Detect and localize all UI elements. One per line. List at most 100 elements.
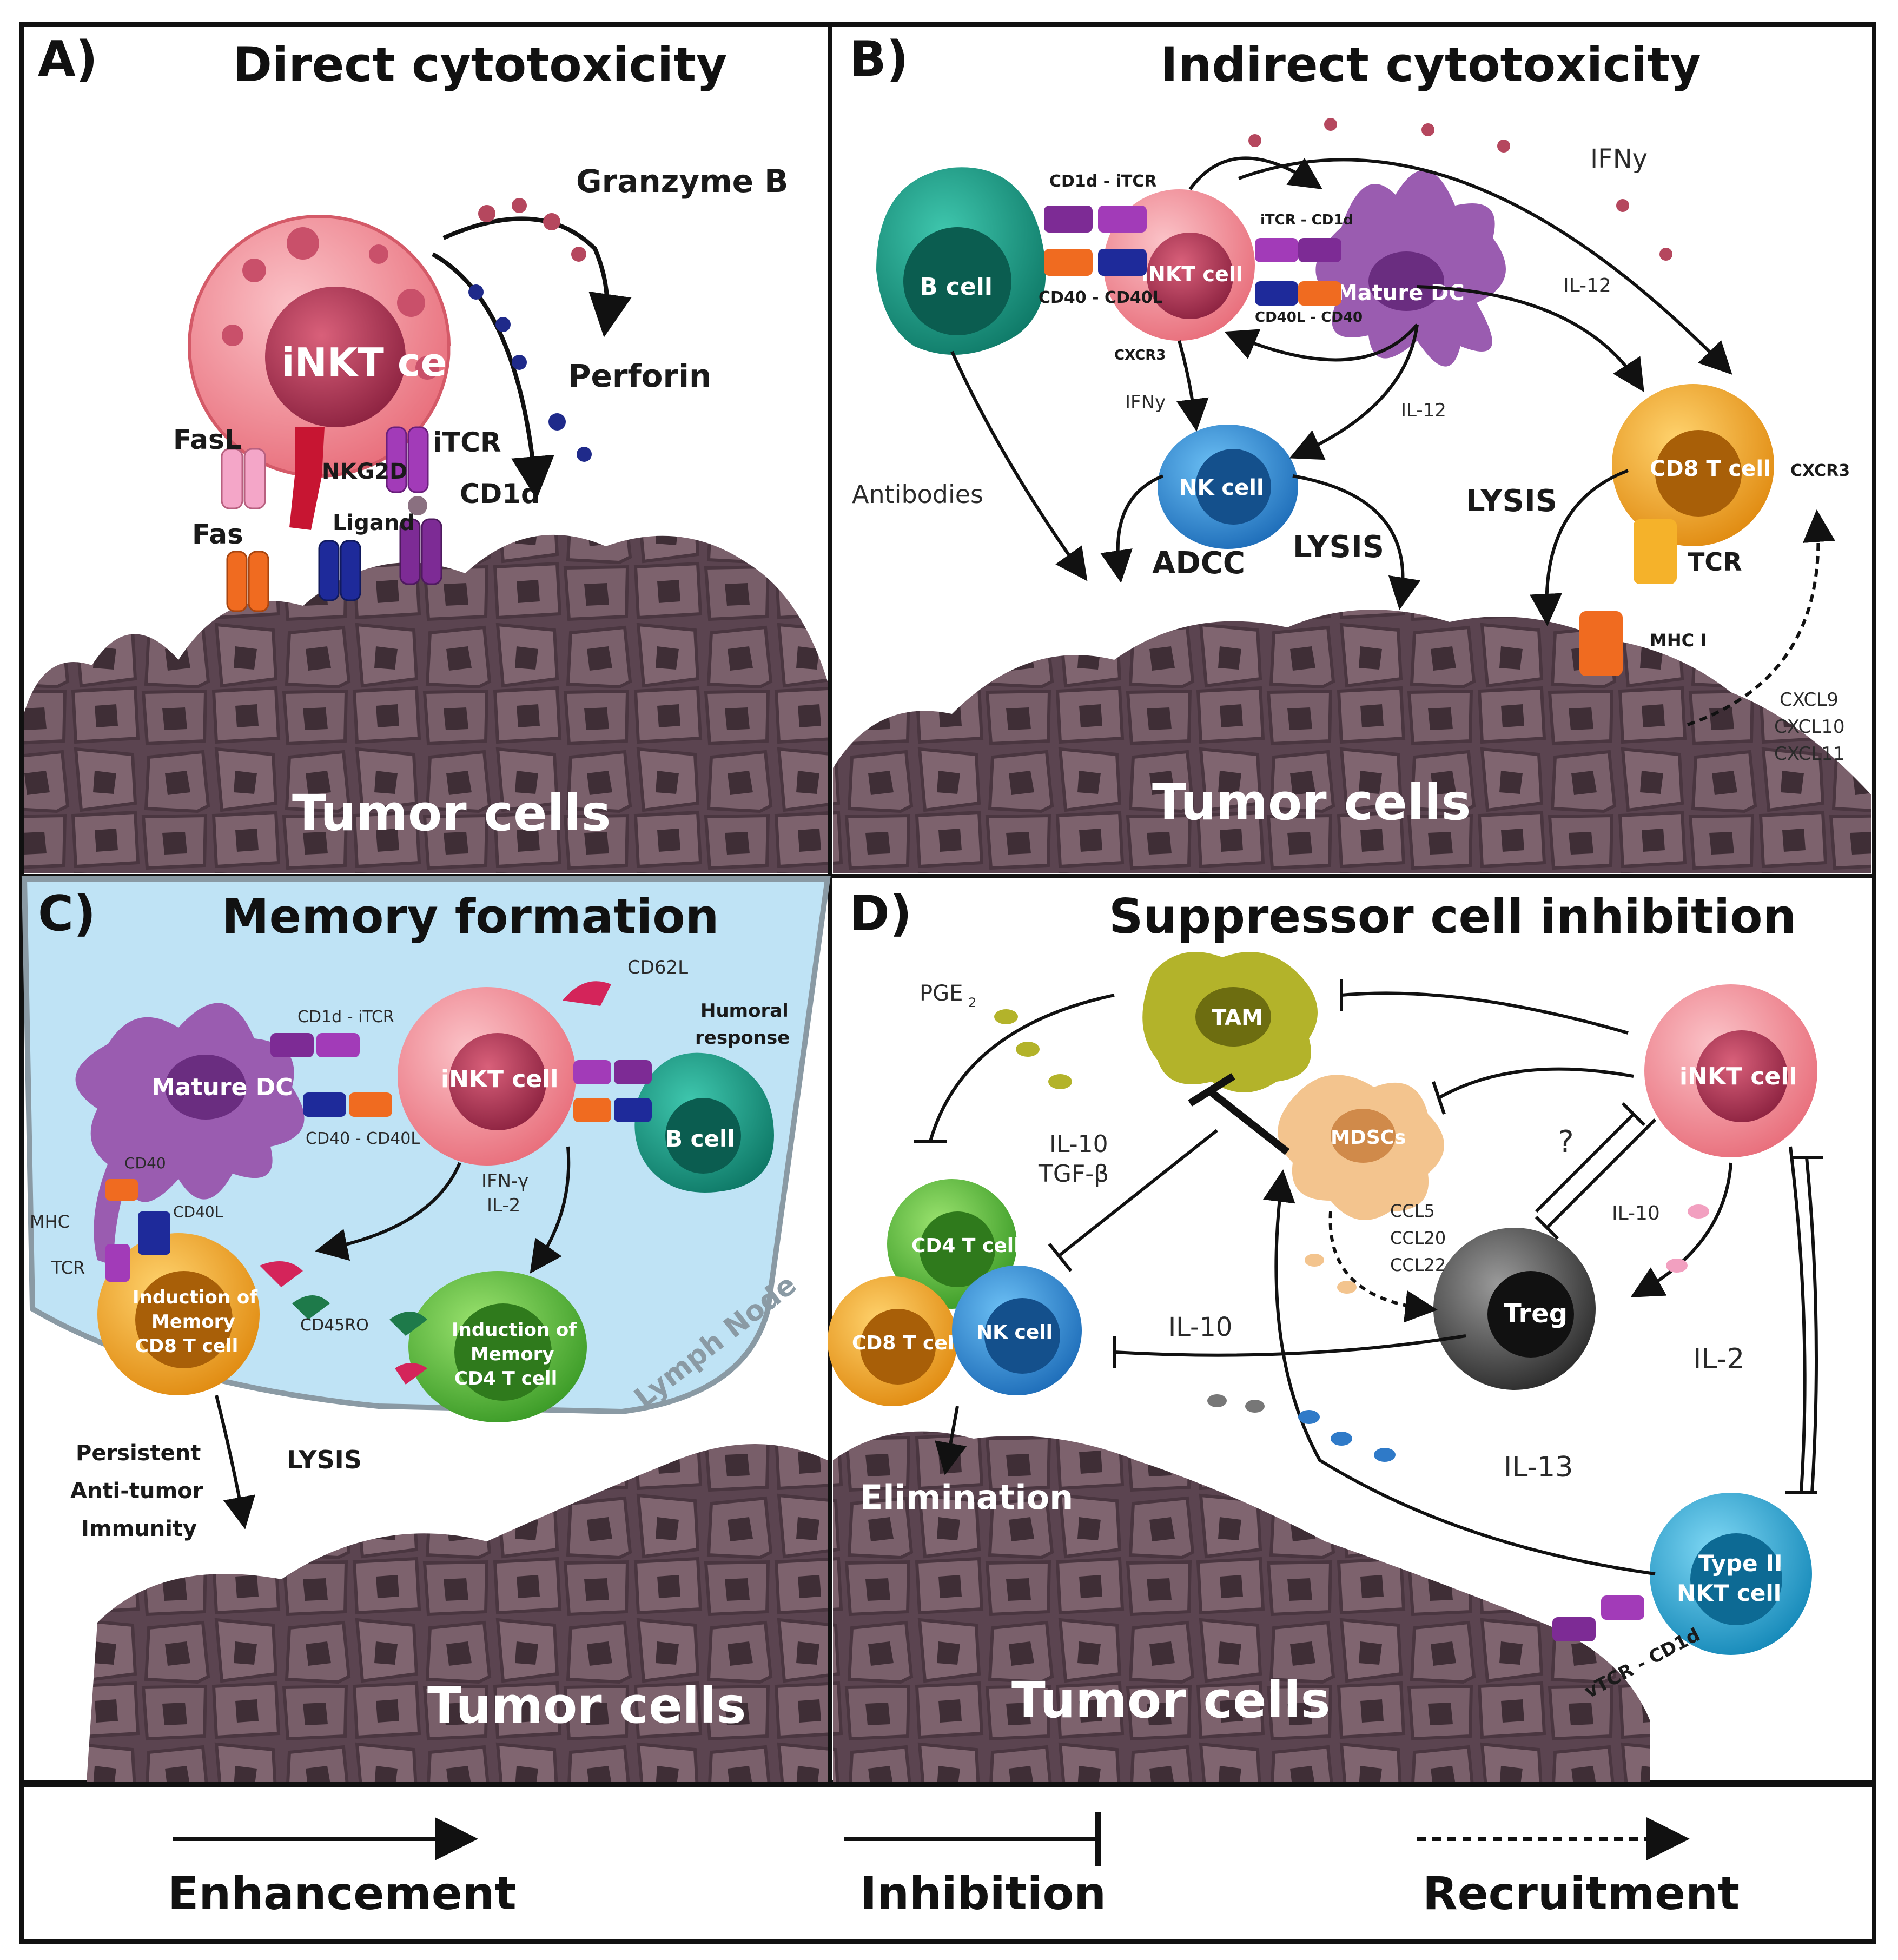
label-itcr: iTCR: [433, 427, 501, 458]
type2-l2: NKT cell: [1677, 1580, 1781, 1606]
cd8-cell-d: CD8 T cell: [828, 1276, 961, 1406]
label-ccl5: CCL5: [1390, 1201, 1435, 1221]
cd8-cell-b: CD8 T cell: [1612, 384, 1774, 546]
panel-d-title: Suppressor cell inhibition: [1109, 889, 1796, 944]
inkt-cell-c: iNKT cell: [398, 987, 576, 1166]
fas-receptor: [226, 551, 269, 612]
label-cd40-c: CD40: [124, 1154, 166, 1172]
arrows-b: [950, 156, 1732, 626]
inkt-cell-c-label: iNKT cell: [441, 1065, 558, 1093]
label-lysis-cd8: LYSIS: [1466, 484, 1557, 519]
label-perforin: Perforin: [568, 357, 711, 394]
label-lysis-c: LYSIS: [287, 1445, 362, 1474]
panel-a-letter: A): [38, 31, 98, 88]
label-mhc-b: MHC I: [1650, 630, 1707, 651]
perforin-granules: [468, 284, 592, 462]
inkt-cell-d: iNKT cell: [1644, 984, 1817, 1157]
legend-inhibition: Inhibition: [844, 1812, 1106, 1920]
enhance-arrows-d: [934, 1162, 1732, 1575]
label-cxcr3-b2: CXCR3: [1790, 461, 1850, 480]
cd8-cell-b-label: CD8 T cell: [1650, 456, 1771, 481]
label-humoral-2: response: [695, 1027, 790, 1049]
fasl-receptor: [221, 448, 266, 509]
label-fasl: FasL: [173, 424, 242, 455]
label-il10-tgf-2: TGF-β: [1038, 1160, 1109, 1188]
label-itcr-cd1d-b: iTCR - CD1d: [1260, 212, 1353, 228]
label-cxcl11: CXCL11: [1774, 743, 1845, 765]
label-il12-a: IL-12: [1563, 275, 1611, 297]
recruitment-arrow-b: [1687, 509, 1835, 726]
nk-label-d: NK cell: [976, 1321, 1053, 1343]
legend-inhibition-label: Inhibition: [860, 1867, 1106, 1920]
mature-dc-b-label: Mature DC: [1336, 281, 1465, 306]
label-tcr-c: TCR: [51, 1257, 85, 1278]
inkt-cell-b-label: iNKT cell: [1141, 262, 1243, 286]
b-cell-c-label: B cell: [665, 1125, 735, 1152]
legend-enhancement-label: Enhancement: [168, 1867, 517, 1920]
arrow-granzyme: [442, 216, 632, 337]
cd1d-molecule: [399, 518, 442, 585]
label-ccl20: CCL20: [1390, 1228, 1446, 1248]
nk-cell-b-label: NK cell: [1179, 475, 1264, 500]
inkt-cell-b: iNKT cell: [1103, 189, 1255, 341]
label-ifny-mid: IFNy: [1125, 392, 1166, 413]
memory-cd8-l1: Induction of: [133, 1287, 258, 1308]
memory-cd8-l2: Memory: [151, 1311, 235, 1333]
effector-cells-d: CD4 T cell CD8 T cell NK cell: [828, 1179, 1082, 1406]
label-cd45ro: CD45RO: [300, 1316, 369, 1335]
tam-cell: TAM: [1142, 952, 1318, 1092]
label-ifny-top: IFNy: [1590, 144, 1648, 174]
label-persistent-2: Anti-tumor: [70, 1479, 203, 1504]
tumor-mass-c: [87, 1444, 828, 1782]
label-persistent-1: Persistent: [76, 1441, 201, 1466]
nk-cell-b: NK cell: [1158, 425, 1298, 549]
label-pge-sub: 2: [968, 995, 976, 1010]
legend-recruitment: Recruitment: [1417, 1817, 1740, 1920]
granzyme-granules: [478, 198, 586, 262]
label-cd40-cd40l-c: CD40 - CD40L: [306, 1129, 420, 1148]
label-cxcl10: CXCL10: [1774, 716, 1845, 738]
panel-b-tumor-label: Tumor cells: [1152, 773, 1471, 831]
label-elimination: Elimination: [860, 1478, 1073, 1517]
mature-dc-c-label: Mature DC: [151, 1074, 293, 1101]
legend-enhancement: Enhancement: [168, 1817, 517, 1920]
panel-c-title: Memory formation: [222, 889, 719, 944]
vtcr-receptors: [1552, 1595, 1644, 1641]
label-il10-a: IL-10: [1612, 1202, 1660, 1224]
label-pge: PGE: [920, 981, 963, 1006]
arrow-perforin: [432, 252, 554, 500]
panel-b-title: Indirect cytotoxicity: [1160, 37, 1701, 92]
label-cd40l-c: CD40L: [173, 1203, 223, 1221]
panel-c: C) Memory formation Mature DC iNKT cell …: [30, 885, 803, 1734]
recruitment-arrow-d: [1328, 1211, 1438, 1323]
label-ifng-c: IFN-γ: [481, 1170, 528, 1192]
memory-cd4-l1: Induction of: [452, 1319, 577, 1341]
label-granzyme-b: Granzyme B: [576, 163, 788, 200]
label-lysis-nk: LYSIS: [1293, 529, 1384, 565]
inkt-cell-a-label: iNKT cell: [281, 340, 474, 385]
label-ccl22: CCL22: [1390, 1255, 1446, 1275]
treg-label: Treg: [1504, 1299, 1568, 1329]
label-fas: Fas: [192, 519, 243, 550]
panel-b-letter: B): [849, 31, 909, 88]
itcr-receptor: [386, 426, 429, 493]
label-persistent-3: Immunity: [81, 1517, 197, 1541]
panel-b: B) Indirect cytotoxicity B cell iNKT cel…: [849, 31, 1850, 831]
memory-cd8-l3: CD8 T cell: [135, 1335, 238, 1357]
b-cell-c: B cell: [634, 1052, 774, 1193]
label-cd1d-itcr-b: CD1d - iTCR: [1049, 172, 1156, 191]
label-cxcr3-b1: CXCR3: [1114, 347, 1166, 363]
nkg2d-receptor: [289, 427, 325, 530]
mature-dc-b: Mature DC: [1315, 170, 1506, 367]
label-cd62l: CD62L: [627, 957, 688, 978]
cytokine-dots-b: [1248, 118, 1672, 261]
tumor-mass-d: [833, 1431, 1650, 1782]
panel-c-tumor-label: Tumor cells: [427, 1677, 746, 1734]
label-cd1d-itcr-c: CD1d - iTCR: [297, 1008, 394, 1027]
receptor-pairs-c: [105, 981, 652, 1385]
panel-a-title: Direct cytotoxicity: [233, 37, 727, 92]
tam-label: TAM: [1212, 1005, 1263, 1030]
label-il10-tgf-1: IL-10: [1049, 1130, 1108, 1158]
tumor-mass-a: [24, 534, 828, 873]
